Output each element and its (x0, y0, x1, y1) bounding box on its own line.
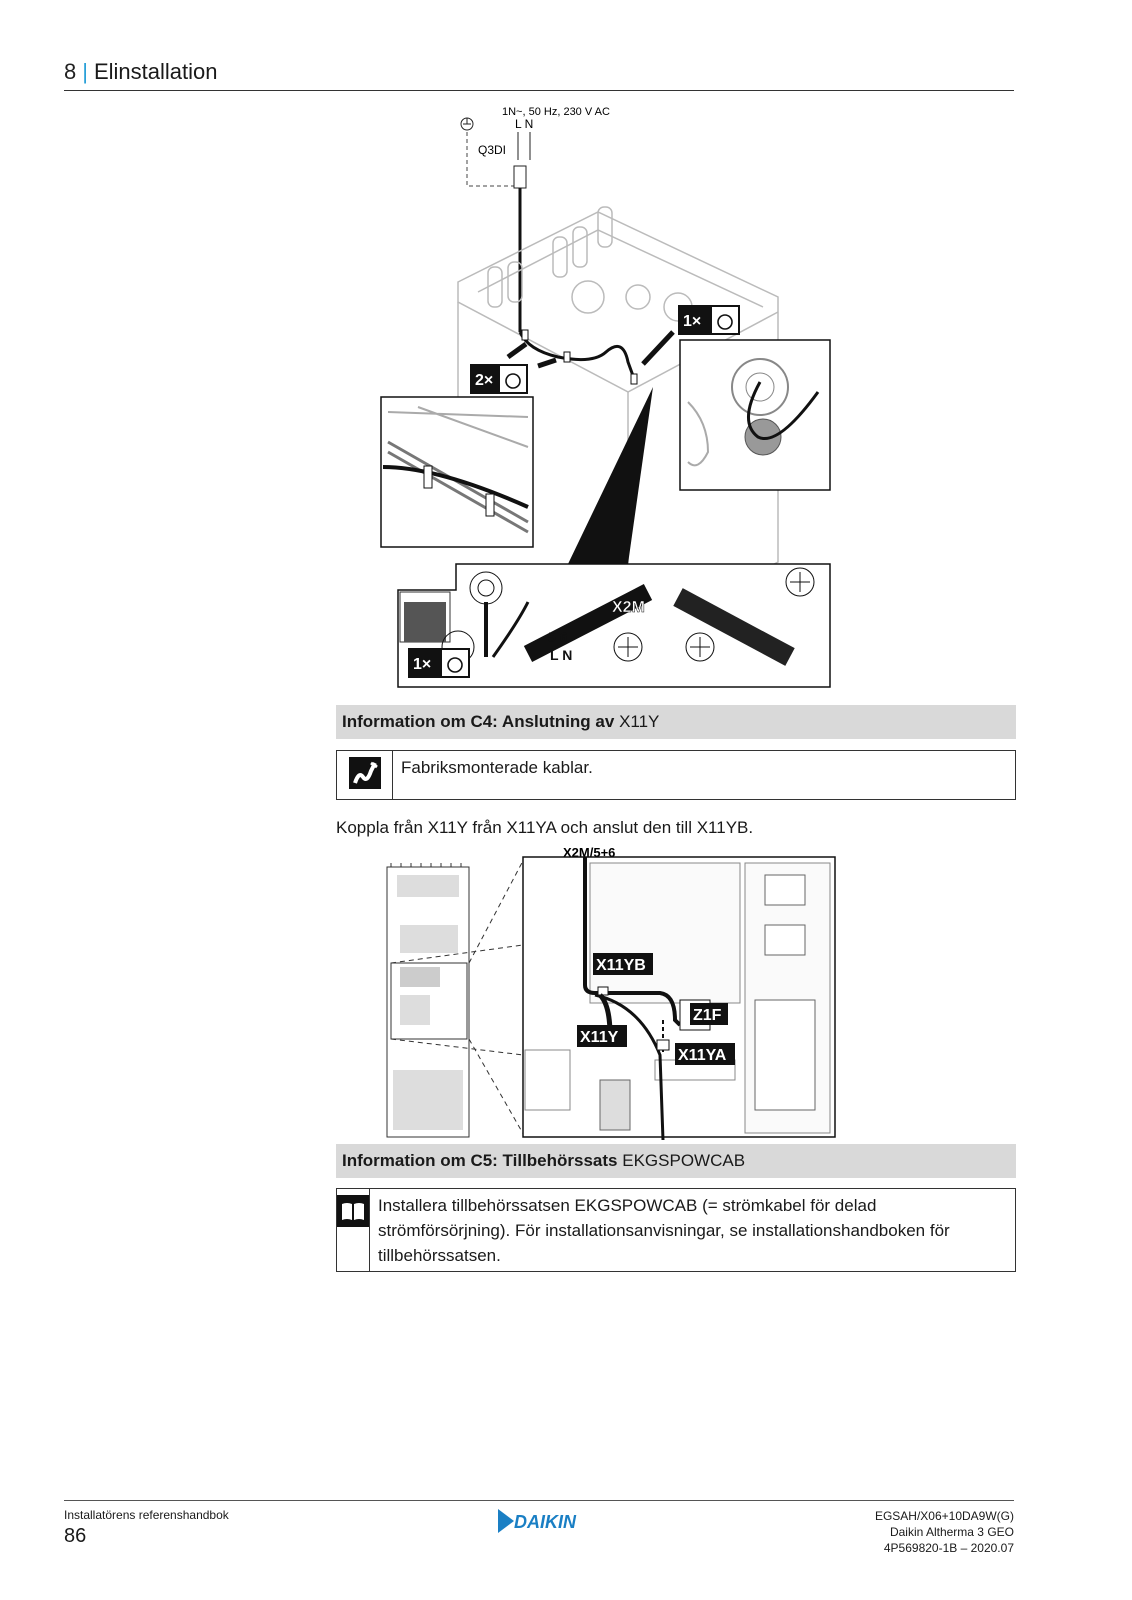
section-c5-title: Information om C5: Tillbehörssats (342, 1151, 618, 1170)
footer-product: Daikin Altherma 3 GEO (889, 1525, 1014, 1539)
z1f-tag: Z1F (690, 1003, 728, 1025)
footer-model-info: EGSAH/X06+10DA9W(G) Daikin Altherma 3 GE… (875, 1508, 1014, 1556)
instruction-text: Koppla från X11Y från X11YA och anslut d… (336, 818, 754, 837)
footer-manual-title: Installatörens referenshandbok (64, 1508, 229, 1522)
power-cable (518, 331, 638, 385)
wiring-figure-2: X2M/5+6 X11YB Z1F (386, 845, 836, 1140)
fuse (513, 165, 527, 189)
svg-text:1×: 1× (413, 656, 431, 673)
tie-badge-2x: 2× (470, 364, 528, 394)
chapter-title: Elinstallation (93, 59, 218, 84)
section-c4-title: Information om C4: Anslutning av (342, 712, 615, 731)
breaker-label: Q3DI (478, 143, 506, 157)
earth-symbol-icon (460, 117, 474, 131)
factory-wiring-icon (337, 751, 393, 799)
cable-tie-icon (447, 657, 463, 673)
unit-overview (386, 863, 470, 1138)
footer-model: EGSAH/X06+10DA9W(G) (874, 1509, 1014, 1523)
supply-label: 1N~, 50 Hz, 230 V AC (502, 106, 610, 118)
switch-box-detail: X2M 5 6 L N (397, 563, 831, 688)
tie-badge-1x-top: 1× (678, 305, 740, 335)
detail-inset-grommet (679, 339, 831, 491)
footer-rule (64, 1500, 1014, 1501)
section-c4-heading: Information om C4: Anslutning av X11Y (336, 705, 1016, 739)
note-c4: Fabriksmonterade kablar. (336, 750, 1016, 800)
daikin-logo: DAIKIN (498, 1509, 577, 1533)
book-icon (337, 1189, 370, 1271)
cable-tie-icon (717, 314, 733, 330)
wiring-figure-1: 1N~, 50 Hz, 230 V AC L N Q3DI 2× 1× (380, 106, 831, 688)
detail-inset-cable-tie (380, 396, 534, 548)
page-number: 86 (64, 1525, 87, 1547)
svg-text:X11YB: X11YB (596, 957, 646, 974)
tie-badge-1x-bottom: 1× (408, 648, 470, 678)
x2m-label: X2M (612, 599, 645, 616)
x11ya-tag: X11YA (675, 1043, 735, 1065)
earth-wire (466, 132, 518, 187)
x11y-tag: X11Y (577, 1025, 627, 1047)
note-c4-text: Fabriksmonterade kablar. (401, 758, 593, 777)
svg-text:X11YA: X11YA (678, 1047, 727, 1064)
terminal-ln-label: L N (550, 647, 572, 663)
switch-box-zoom (522, 856, 836, 1140)
svg-text:2×: 2× (475, 372, 493, 389)
ln-label: L N (515, 117, 533, 131)
header-separator: | (82, 59, 88, 84)
svg-text:X11Y: X11Y (580, 1029, 619, 1046)
svg-text:1×: 1× (683, 313, 701, 330)
cable-tie-icon (505, 373, 521, 389)
svg-text:Z1F: Z1F (693, 1007, 722, 1024)
terminal-56-label: 5 6 (548, 629, 568, 645)
section-c4-code: X11Y (619, 712, 660, 731)
note-c5-text: Installera tillbehörssatsen EKGSPOWCAB (… (378, 1196, 950, 1265)
x11yb-tag: X11YB (593, 953, 653, 975)
chapter-number: 8 (64, 59, 77, 84)
note-c5: Installera tillbehörssatsen EKGSPOWCAB (… (336, 1188, 1016, 1272)
section-c5-code: EKGSPOWCAB (622, 1151, 746, 1170)
footer-docnum: 4P569820-1B – 2020.07 (883, 1541, 1014, 1555)
svg-text:DAIKIN: DAIKIN (514, 1512, 577, 1532)
chapter-header: 8|Elinstallation (64, 58, 1014, 91)
section-c5-heading: Information om C5: Tillbehörssats EKGSPO… (336, 1144, 1016, 1178)
